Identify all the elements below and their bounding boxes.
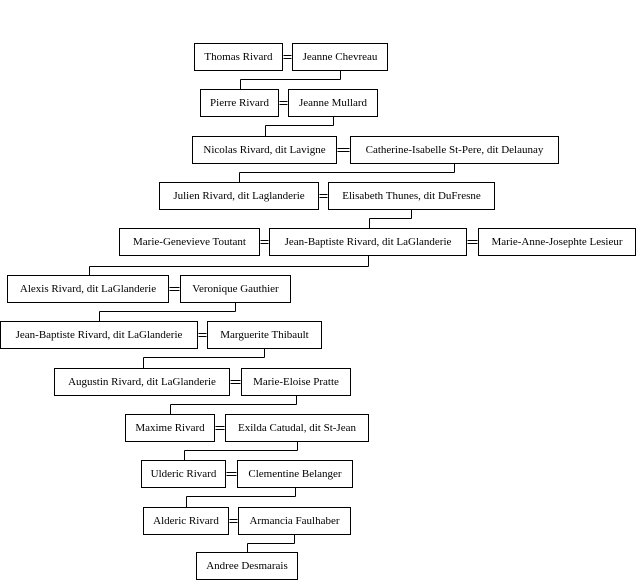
- person-box[interactable]: Julien Rivard, dit Laglanderie: [159, 182, 319, 210]
- person-box[interactable]: Armancia Faulhaber: [238, 507, 351, 535]
- person-box[interactable]: Pierre Rivard: [200, 89, 279, 117]
- person-box[interactable]: Clementine Belanger: [237, 460, 353, 488]
- person-box[interactable]: Marie-Anne-Josephte Lesieur: [478, 228, 636, 256]
- person-box[interactable]: Nicolas Rivard, dit Lavigne: [192, 136, 337, 164]
- person-box[interactable]: Jean-Baptiste Rivard, dit LaGlanderie: [0, 321, 198, 349]
- person-box[interactable]: Exilda Catudal, dit St-Jean: [225, 414, 369, 442]
- person-box[interactable]: Alderic Rivard: [143, 507, 229, 535]
- person-box[interactable]: Marguerite Thibault: [207, 321, 322, 349]
- person-box[interactable]: Augustin Rivard, dit LaGlanderie: [54, 368, 230, 396]
- person-box[interactable]: Thomas Rivard: [194, 43, 283, 71]
- person-box[interactable]: Andree Desmarais: [196, 552, 298, 580]
- person-box[interactable]: Veronique Gauthier: [180, 275, 291, 303]
- person-box[interactable]: Jean-Baptiste Rivard, dit LaGlanderie: [269, 228, 467, 256]
- person-box[interactable]: Catherine-Isabelle St-Pere, dit Delaunay: [350, 136, 559, 164]
- person-box[interactable]: Marie-Genevieve Toutant: [119, 228, 260, 256]
- person-box[interactable]: Maxime Rivard: [125, 414, 215, 442]
- person-box[interactable]: Alexis Rivard, dit LaGlanderie: [7, 275, 169, 303]
- person-box[interactable]: Jeanne Mullard: [288, 89, 378, 117]
- person-box[interactable]: Jeanne Chevreau: [292, 43, 388, 71]
- person-box[interactable]: Marie-Eloise Pratte: [241, 368, 351, 396]
- person-box[interactable]: Ulderic Rivard: [141, 460, 226, 488]
- person-box[interactable]: Elisabeth Thunes, dit DuFresne: [328, 182, 495, 210]
